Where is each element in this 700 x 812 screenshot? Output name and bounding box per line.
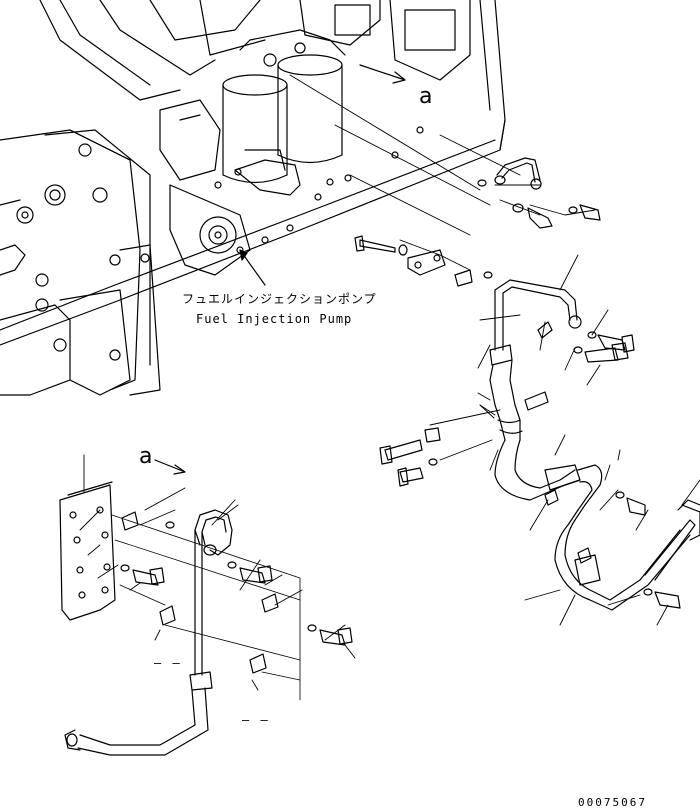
fuel-pump-label-jp: フュエルインジェクションポンプ	[182, 292, 377, 306]
right-bolts	[379, 331, 681, 609]
main-fuel-hose	[489, 279, 700, 611]
leader-lines-right	[429, 254, 700, 626]
engine-block	[0, 0, 506, 396]
explode-lines-upper	[289, 74, 596, 271]
right-clamps	[524, 321, 592, 564]
fuel-filters	[222, 29, 346, 184]
dash-marker-2: – –	[242, 713, 270, 727]
center-bolt-cluster	[354, 235, 493, 287]
drawing-code: 00075067	[578, 796, 647, 809]
view-a-label-top: a	[419, 84, 433, 109]
fuel-pump-label-en: Fuel Injection Pump	[196, 312, 353, 326]
view-a-arrow-top	[359, 64, 406, 84]
view-a-label-detail: a	[139, 444, 153, 469]
detail-view-a	[59, 454, 356, 756]
dash-marker-1: – –	[154, 656, 182, 670]
upper-fuel-pipe	[477, 157, 601, 229]
